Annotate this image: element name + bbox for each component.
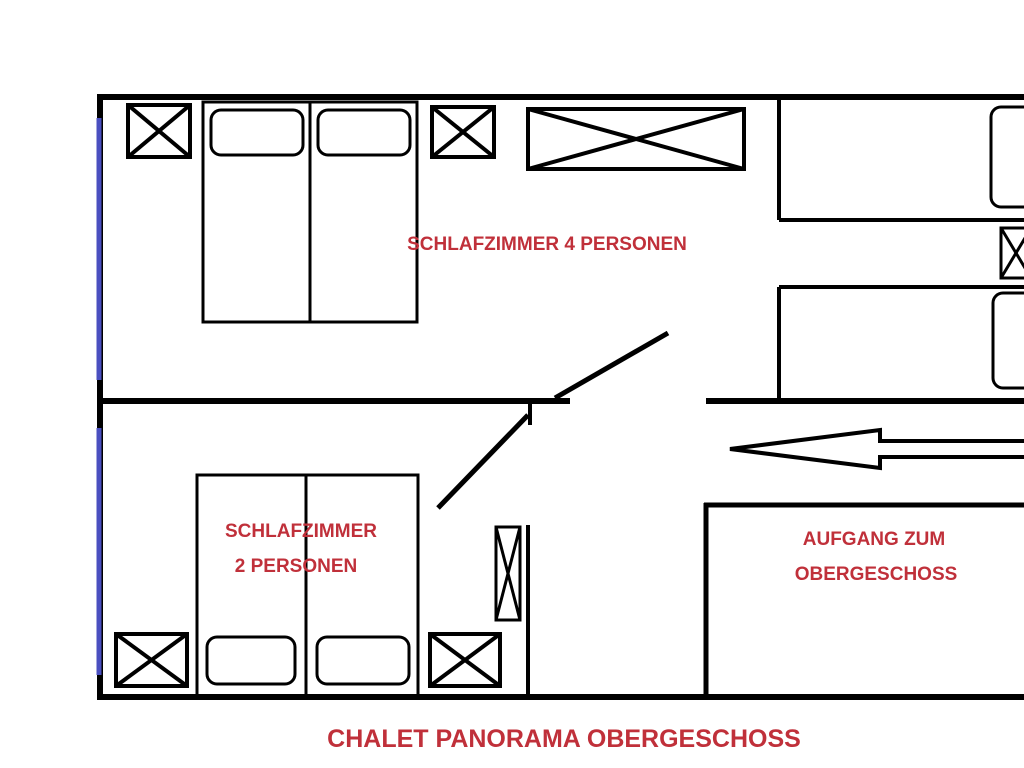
double-bed: [201, 100, 419, 324]
staircase: [703, 502, 1024, 700]
wardrobe: [494, 525, 522, 622]
nightstand: [999, 226, 1024, 280]
wardrobe: [526, 107, 746, 171]
room-label-stairs: AUFGANG ZUM: [803, 529, 945, 550]
nightstand: [428, 632, 502, 688]
nightstand: [126, 103, 192, 159]
room-label-stairs-2: OBERGESCHOSS: [795, 564, 958, 585]
double-bed: [195, 473, 420, 699]
bunk-bed-pillow: [989, 105, 1024, 209]
room-label-bedroom-2-capacity: 2 PERSONEN: [235, 556, 357, 577]
nightstand: [114, 632, 189, 688]
bunk-bed-pillow: [991, 291, 1024, 390]
arrow-icon: [729, 427, 1024, 471]
room-label-bedroom-2: SCHLAFZIMMER: [225, 521, 377, 542]
door: [436, 413, 530, 510]
door: [553, 330, 670, 401]
nightstand: [430, 105, 496, 159]
room-label-bedroom-4: SCHLAFZIMMER 4 PERSONEN: [407, 234, 687, 255]
plan-title: CHALET PANORAMA OBERGESCHOSS: [327, 725, 801, 753]
